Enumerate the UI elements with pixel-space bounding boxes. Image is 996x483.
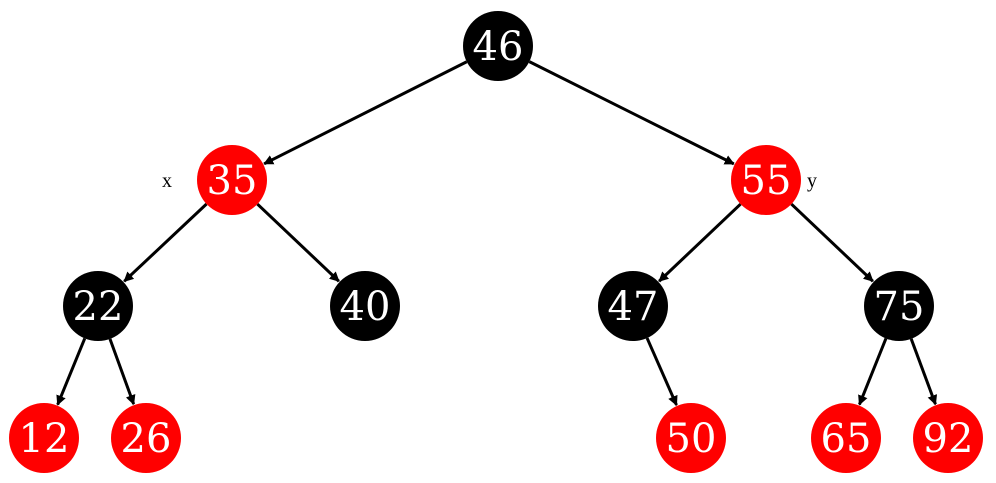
- node-label: 46: [473, 24, 524, 70]
- node-circle-black: [63, 271, 133, 341]
- node-circle-red: [656, 403, 726, 473]
- annotation-x-label: x: [162, 170, 172, 192]
- node-label: 22: [73, 284, 124, 330]
- edge-47-to-50: [645, 337, 678, 406]
- node-label: 65: [821, 416, 872, 462]
- nodes-layer: 46 35 55 22 40 47 75 12 26 50 65 92: [9, 11, 983, 473]
- tree-node-40: 40: [330, 271, 400, 341]
- edge-55-to-75: [790, 202, 874, 283]
- tree-node-26: 26: [111, 403, 181, 473]
- tree-node-65: 65: [811, 403, 881, 473]
- edge-35-to-40: [256, 202, 340, 283]
- tree-node-35: 35: [197, 145, 267, 215]
- edge-75-to-65: [858, 337, 888, 406]
- tree-node-75: 75: [864, 271, 934, 341]
- edge-46-to-35: [263, 60, 468, 166]
- edge-75-to-92: [909, 338, 938, 406]
- node-label: 92: [923, 416, 974, 462]
- node-label: 12: [19, 416, 70, 462]
- edge-35-to-22: [123, 202, 208, 283]
- edge-55-to-47: [658, 202, 742, 283]
- node-circle-black: [864, 271, 934, 341]
- node-label: 47: [608, 284, 659, 330]
- node-circle-red: [913, 403, 983, 473]
- edge-46-to-55: [528, 60, 735, 166]
- node-label: 40: [340, 284, 391, 330]
- node-circle-red: [9, 403, 79, 473]
- node-label: 26: [121, 416, 172, 462]
- node-circle-black: [330, 271, 400, 341]
- annotation-y-label: y: [807, 170, 817, 192]
- tree-node-22: 22: [63, 271, 133, 341]
- edges-layer: [56, 60, 938, 406]
- node-label: 75: [874, 284, 925, 330]
- edge-22-to-26: [108, 338, 136, 406]
- tree-node-46: 46: [463, 11, 533, 81]
- tree-node-50: 50: [656, 403, 726, 473]
- tree-node-12: 12: [9, 403, 79, 473]
- node-label: 35: [207, 158, 258, 204]
- node-circle-red: [111, 403, 181, 473]
- node-circle-black: [463, 11, 533, 81]
- node-circle-black: [598, 271, 668, 341]
- node-circle-red: [811, 403, 881, 473]
- tree-node-92: 92: [913, 403, 983, 473]
- node-label: 50: [666, 416, 717, 462]
- node-label: 55: [741, 158, 792, 204]
- edge-22-to-12: [56, 337, 87, 406]
- tree-node-55: 55: [731, 145, 801, 215]
- node-circle-red: [197, 145, 267, 215]
- tree-node-47: 47: [598, 271, 668, 341]
- node-circle-red: [731, 145, 801, 215]
